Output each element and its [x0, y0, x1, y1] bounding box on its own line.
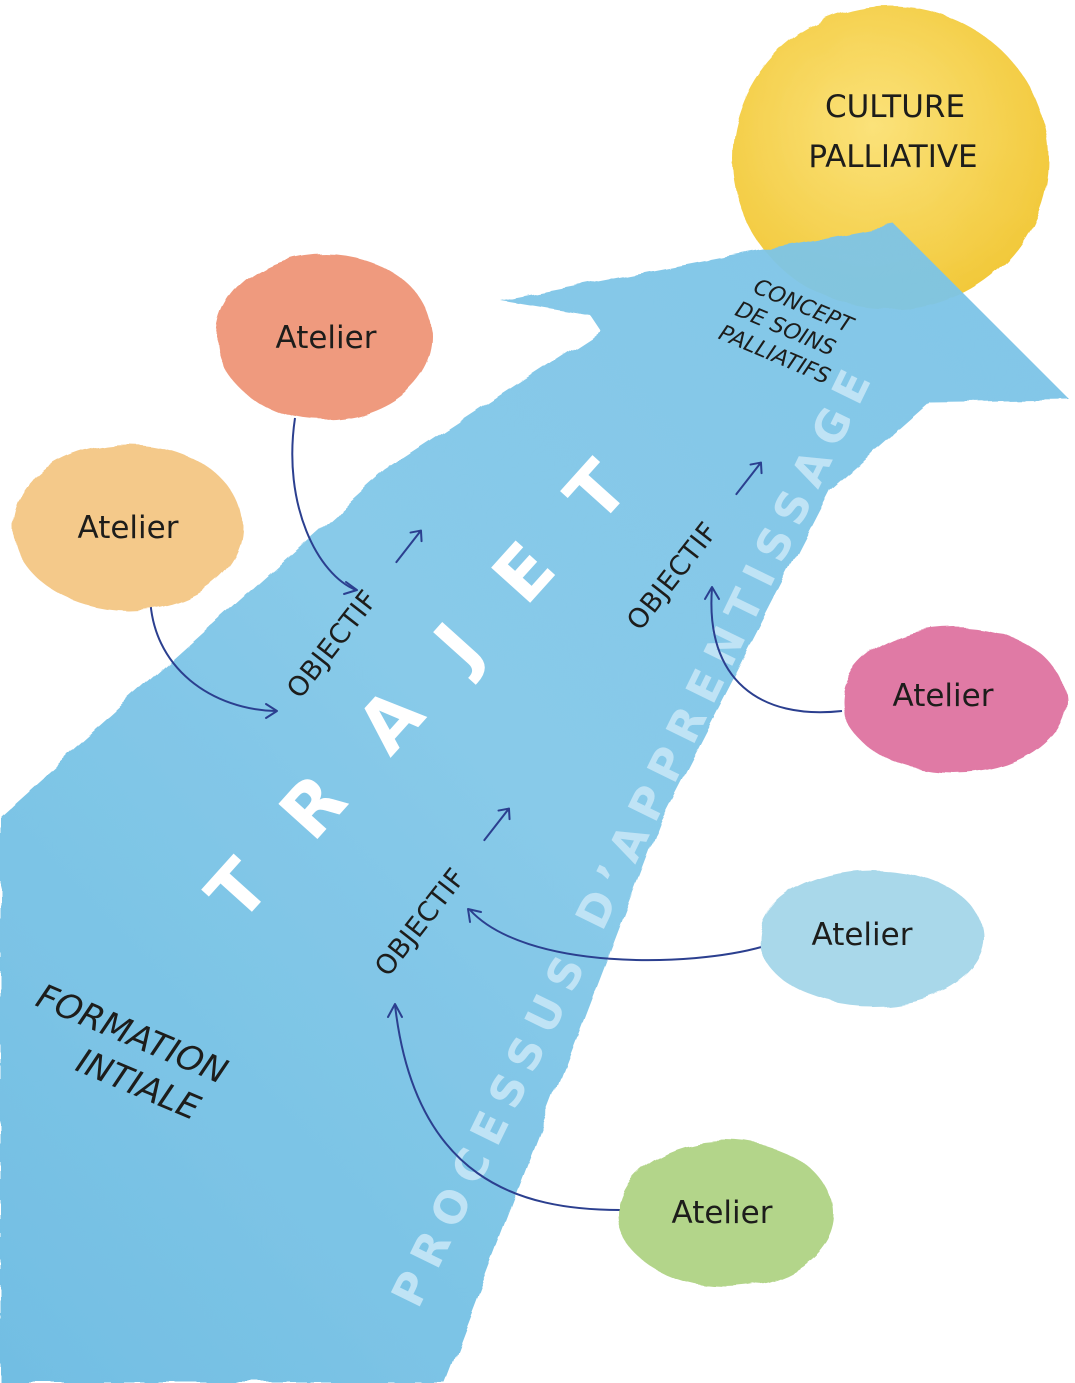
goal-culture-palliative: CULTURE PALLIATIVE: [732, 6, 1048, 310]
workshop-3-label: Atelier: [893, 678, 994, 714]
connector-workshop-3: [710, 587, 843, 714]
objective-1-arrow-icon: [395, 529, 423, 564]
connector-workshop-5: [394, 1004, 621, 1211]
workshop-3-bubble: [842, 627, 1066, 773]
workshop-5: Atelier: [618, 1141, 834, 1287]
connector-workshop-1: [291, 417, 357, 591]
workshop-2-bubble: [13, 444, 243, 610]
workshop-4-label: Atelier: [812, 917, 913, 953]
workshop-1-label: Atelier: [276, 320, 377, 356]
connector-workshop-4-arrow-icon: [467, 908, 482, 923]
learning-path-arrow: [0, 225, 1070, 1383]
workshop-5-label: Atelier: [672, 1195, 773, 1231]
workshop-5-bubble: [618, 1141, 834, 1287]
workshop-2: Atelier: [13, 444, 243, 610]
workshop-3: Atelier: [842, 627, 1066, 773]
connectors: [149, 417, 843, 1211]
connector-workshop-5-arrow-icon: [387, 1003, 403, 1018]
goal-label-line1: CULTURE: [825, 89, 965, 125]
workshop-4: Atelier: [759, 870, 985, 1006]
connector-workshop-2-arrow-icon: [265, 703, 278, 719]
workshop-4-bubble: [759, 870, 985, 1006]
connector-workshop-2: [149, 591, 277, 712]
goal-label-line2: PALLIATIVE: [808, 139, 977, 175]
connector-workshop-1-arrow-icon: [343, 581, 358, 595]
workshop-2-label: Atelier: [78, 510, 179, 546]
workshop-1: Atelier: [217, 254, 433, 420]
goal-circle: [732, 6, 1048, 310]
objective-3-arrow-icon: [483, 807, 511, 842]
connector-workshop-4: [469, 909, 766, 962]
objective-2-arrow-icon: [735, 461, 763, 496]
connector-workshop-3-arrow-icon: [704, 586, 720, 600]
workshop-1-bubble: [217, 254, 433, 420]
